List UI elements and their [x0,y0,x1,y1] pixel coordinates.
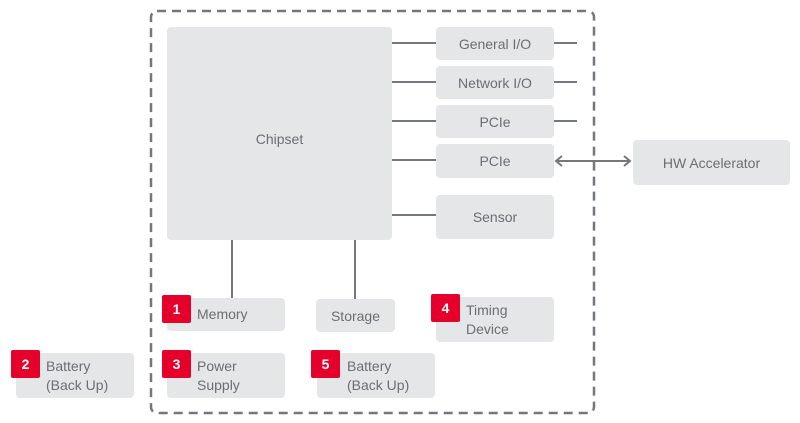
io-block-pcie-1: PCIe [436,105,554,138]
chipset-label: Chipset [255,130,304,147]
component-label: Battery(Back Up) [347,357,410,393]
number-badge: 3 [162,350,191,378]
io-block-label: Sensor [472,209,518,225]
arrow-left-head-icon [554,155,563,167]
number-badge: 5 [311,350,340,378]
component-label: Memory [197,306,248,322]
component-label: Battery(Back Up) [46,357,109,393]
io-block-network-io: Network I/O [436,66,554,99]
board-boundary [149,9,596,415]
hw-accelerator-label: HW Accelerator [662,154,761,171]
component-battery-external: Battery(Back Up) [16,353,134,398]
number-badge: 4 [431,294,460,322]
io-block-label: PCIe [479,153,511,169]
hw-accelerator-block: HW Accelerator [633,140,790,185]
io-block-label: PCIe [479,113,511,130]
number-badge: 1 [162,295,191,323]
io-block-pcie-2: PCIe [436,144,554,178]
io-block-general-io: General I/O [436,27,554,60]
chipset-block: Chipset [167,27,392,240]
number-badge: 2 [11,350,40,378]
io-block-label: Network I/O [458,74,532,91]
arrow-right-head-icon [623,155,632,167]
storage-label: Storage [330,307,381,324]
io-block-label: General I/O [458,35,532,52]
storage-block: Storage [316,299,395,332]
io-block-sensor: Sensor [436,195,554,239]
